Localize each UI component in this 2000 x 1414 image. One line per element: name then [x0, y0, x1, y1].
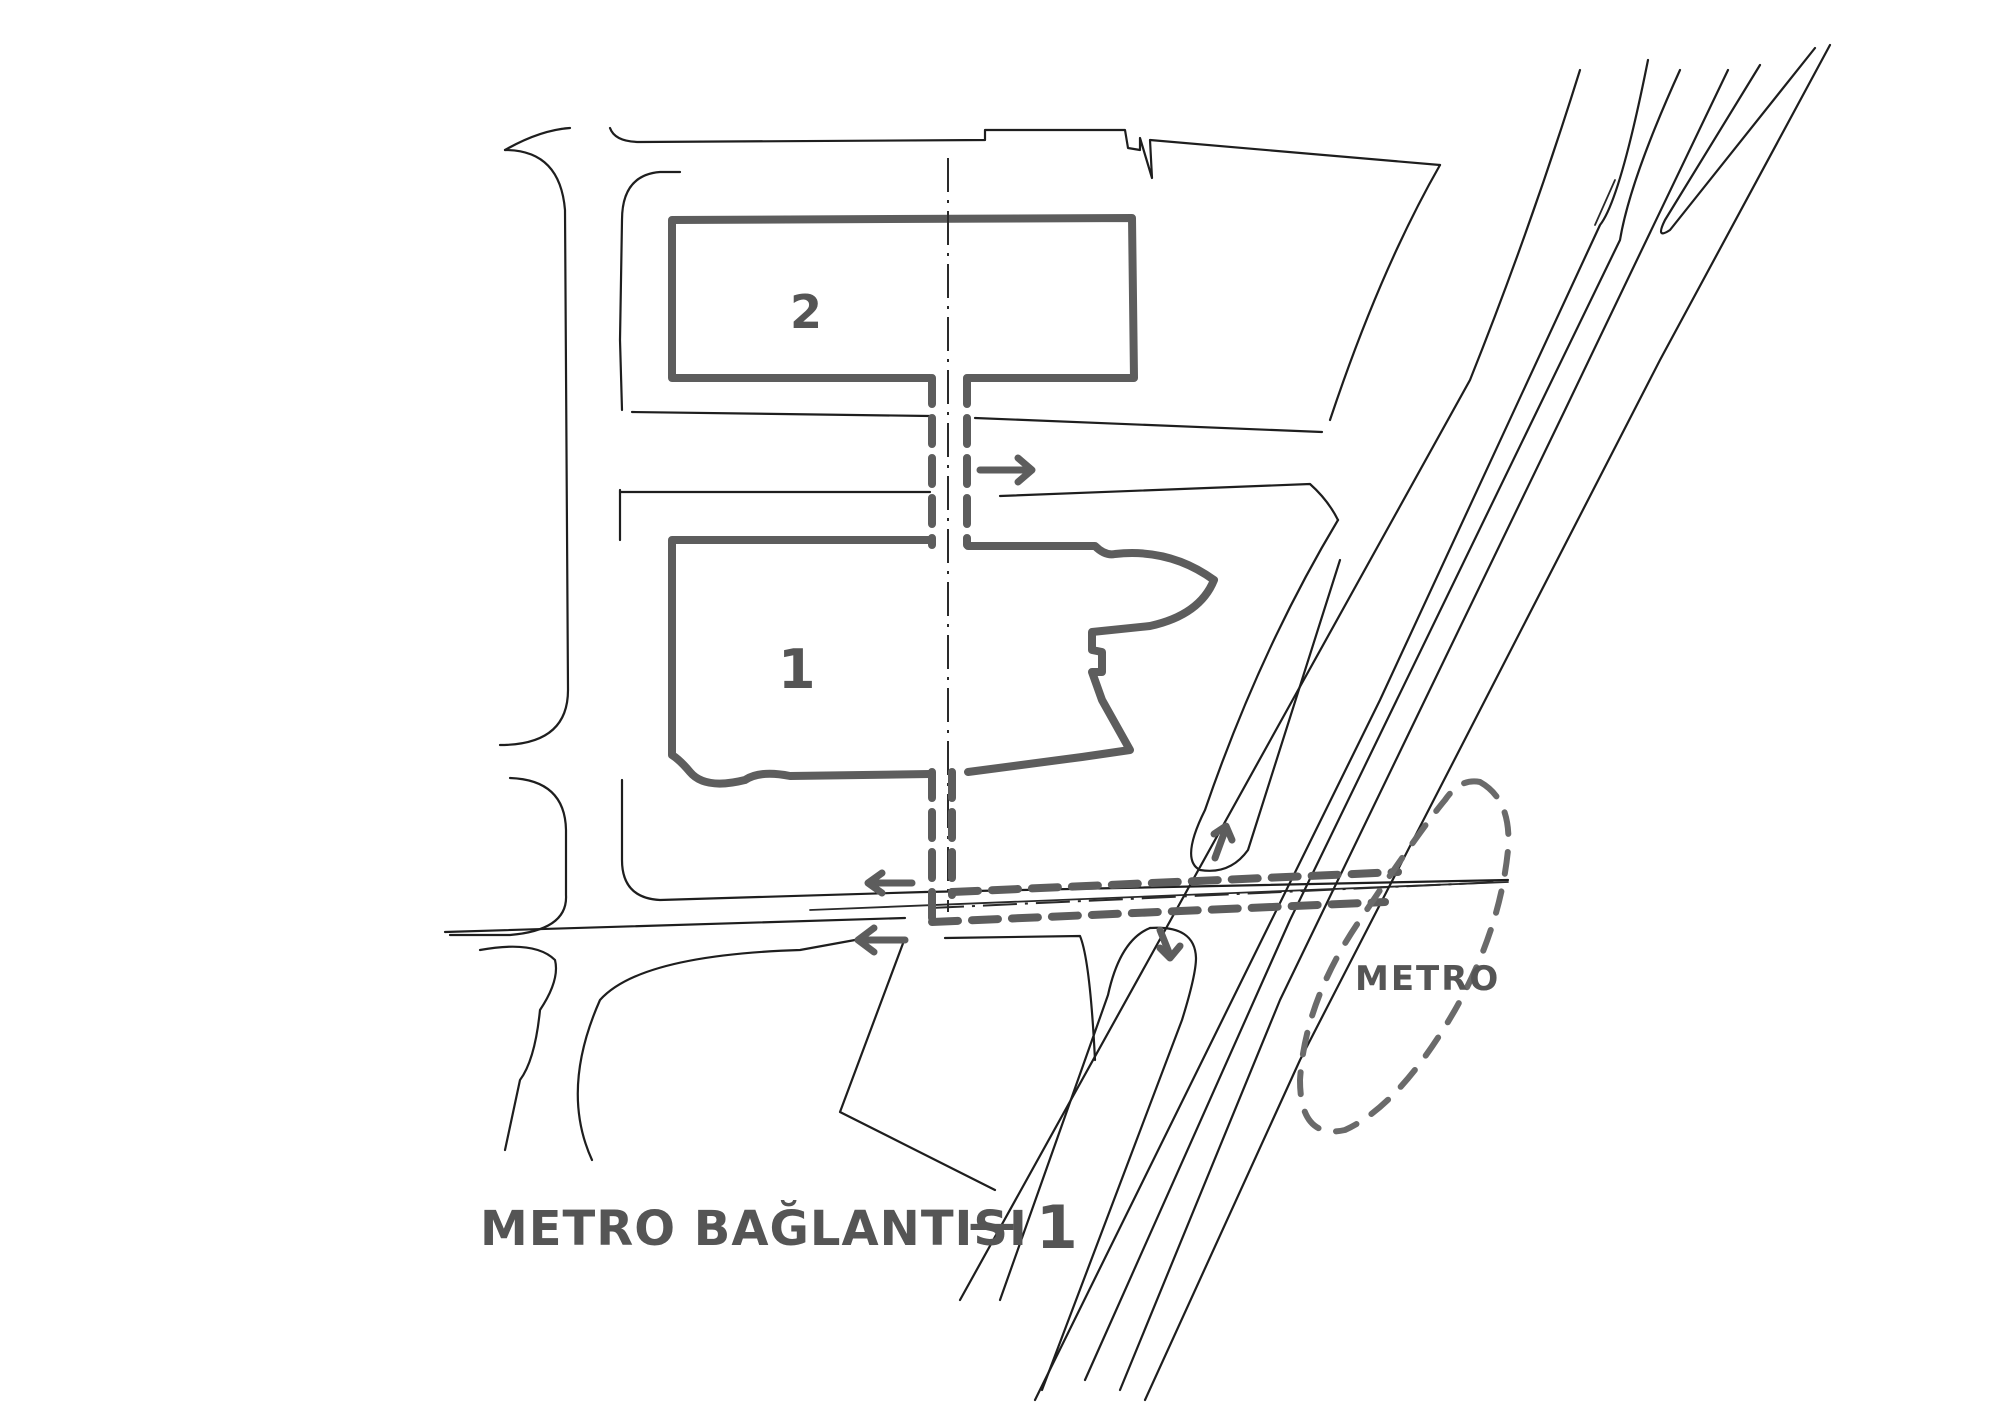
highway-line-2: [1033, 58, 1650, 1402]
lower-plot: [838, 936, 997, 1192]
top-street-edge: [503, 126, 572, 152]
main-road-centerline: [809, 881, 1509, 911]
middle-street-top: [630, 410, 932, 418]
inner-block-edge-3: [620, 778, 927, 902]
arrow-south-icon: [1156, 926, 1184, 962]
arrow-north-icon: [1210, 822, 1236, 862]
metro-label: METRO: [1355, 959, 1500, 999]
main-road-bottom-right: [943, 934, 1097, 1062]
metro-connection-route: [928, 374, 1402, 926]
lower-ramp: [998, 926, 1152, 1302]
left-street-edge-upper: [498, 148, 570, 747]
flow-arrows: [854, 454, 1236, 962]
street-network: [443, 126, 1510, 1392]
highway-line-5: [1659, 46, 1817, 235]
arrow-west-icon: [854, 924, 909, 956]
route-horizontal-bottom: [928, 898, 1389, 926]
left-street-edge-lower: [448, 776, 568, 937]
building-1-outline: [668, 536, 934, 788]
highway-line-6: [1143, 43, 1832, 1402]
lower-left-road-2: [576, 938, 857, 1162]
building-2-outline: [668, 214, 1138, 382]
right-plot-edge: [1328, 163, 1442, 422]
main-road-top: [923, 878, 1510, 894]
arrow-west-icon: [864, 869, 916, 897]
main-road-bottom: [443, 916, 907, 934]
building-1-label: 1: [778, 638, 816, 701]
building-1-outline-right: [964, 542, 1218, 776]
highway-line-3: [1083, 68, 1682, 1382]
caption-dash: —: [968, 1196, 1016, 1252]
route-horizontal-top: [948, 868, 1402, 896]
caption-number: 1: [1036, 1193, 1078, 1263]
inner-block-edge: [618, 170, 682, 412]
building-2-label: 2: [790, 285, 822, 339]
arrow-east-icon: [976, 454, 1036, 486]
top-street-edge-2: [608, 126, 1442, 180]
lower-left-road: [478, 945, 558, 1152]
highway-lines: [958, 43, 1832, 1402]
highway-line-7: [1594, 179, 1616, 226]
highway-line-4: [1118, 68, 1730, 1392]
buildings: [668, 214, 1218, 788]
upper-ramp: [1190, 518, 1342, 872]
caption-title: METRO BAĞLANTISI: [480, 1200, 1028, 1257]
middle-street-top-right: [973, 416, 1324, 434]
site-axis-horizontal: [929, 881, 1501, 909]
lower-ramp-2: [1040, 926, 1198, 1392]
middle-street-bottom-right: [998, 482, 1340, 522]
highway-line-1: [958, 68, 1582, 1302]
metro-station-outline: [1296, 778, 1512, 1135]
